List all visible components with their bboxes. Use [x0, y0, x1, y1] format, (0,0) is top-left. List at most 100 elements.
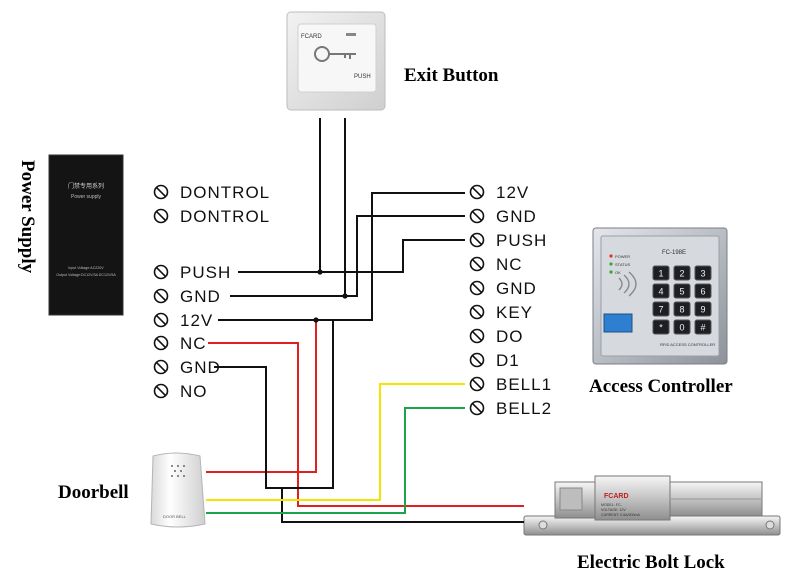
- keypad-key: 5: [673, 283, 691, 299]
- key-icon: [314, 46, 356, 62]
- controller-model: FC-198E: [662, 250, 686, 256]
- ps-terminal: NO: [153, 382, 208, 401]
- ps-terminal: DONTROL: [153, 207, 270, 226]
- screw-terminal-icon: [153, 184, 169, 200]
- screw-terminal-icon: [469, 232, 485, 248]
- screw-terminal-icon: [153, 335, 169, 351]
- power-supply-terminals: DONTROL DONTROL PUSH GND 12V NC GND NO: [153, 183, 270, 401]
- screw-terminal-icon: [469, 304, 485, 320]
- screw-terminal-icon: [153, 312, 169, 328]
- bolt-lock-brand: FCARD: [604, 493, 629, 500]
- screw-terminal-icon: [153, 288, 169, 304]
- led-label-status: STATUS: [615, 262, 631, 267]
- ctrl-terminal-label: BELL1: [496, 375, 552, 394]
- ps-terminal: 12V: [153, 311, 213, 330]
- ctrl-terminal-label: PUSH: [496, 231, 547, 250]
- ps-terminal-label: DONTROL: [180, 183, 270, 202]
- ps-terminal-label: 12V: [180, 311, 213, 330]
- wire-power-supply-nc-to-lock-red: [208, 342, 524, 507]
- exit-button-device: FCARD PUSH: [286, 11, 386, 111]
- ctrl-terminal: BELL2: [469, 399, 552, 418]
- wire-power-supply-gnd-to-devices-black: [214, 320, 334, 489]
- ctrl-terminal: PUSH: [469, 231, 547, 250]
- power-supply-label: Power Supply: [17, 160, 38, 274]
- ctrl-terminal-label: GND: [496, 207, 537, 226]
- ps-terminal-label: GND: [180, 358, 221, 377]
- keypad-key-label: 2: [679, 269, 684, 279]
- ps-terminal: GND: [153, 287, 221, 306]
- keypad-key: 6: [694, 283, 712, 299]
- screw-terminal-icon: [153, 383, 169, 399]
- keypad-key-label: 8: [679, 305, 684, 315]
- exit-button-brand: FCARD: [301, 34, 322, 40]
- power-supply-device: 门禁专用系列 Power supply Input Voltage:AC220V…: [48, 154, 124, 316]
- keypad-key: 2: [673, 265, 691, 281]
- ctrl-terminal-label: BELL2: [496, 399, 552, 418]
- ps-terminal-label: DONTROL: [180, 207, 270, 226]
- screw-terminal-icon: [469, 328, 485, 344]
- controller-brand: RFID ACCESS CONTROLLER: [660, 342, 715, 347]
- ps-terminal: PUSH: [153, 263, 231, 282]
- ctrl-terminal-label: D1: [496, 351, 520, 370]
- exit-button-face-text: PUSH: [354, 74, 371, 80]
- power-supply-input-line: Input Voltage:AC220V: [68, 266, 104, 270]
- ctrl-terminal: GND: [469, 279, 537, 298]
- keypad-key-label: 3: [700, 269, 705, 279]
- led-label-ok: OK: [615, 270, 621, 275]
- wire-controller-bell1-to-doorbell-yellow: [206, 383, 465, 501]
- wire-controller-bell2-to-doorbell-green: [206, 407, 465, 514]
- access-controller-label: Access Controller: [589, 376, 733, 397]
- doorbell-device: DOOR BELL: [150, 452, 206, 528]
- keypad-key-label: 4: [658, 287, 663, 297]
- ps-terminal-label: NO: [180, 382, 208, 401]
- ctrl-terminal-label: GND: [496, 279, 537, 298]
- screw-terminal-icon: [469, 256, 485, 272]
- screw-terminal-icon: [469, 280, 485, 296]
- keypad-key: 7: [652, 301, 670, 317]
- led-label-power: POWER: [615, 254, 630, 259]
- screw-terminal-icon: [153, 208, 169, 224]
- ps-terminal-label: GND: [180, 287, 221, 306]
- ps-terminal: GND: [153, 358, 221, 377]
- keypad-key: *: [652, 319, 670, 335]
- power-supply-sub-text: Power supply: [71, 194, 102, 200]
- keypad-key-label: #: [700, 323, 705, 333]
- access-controller-device: FC-198E POWER STATUS OK 1 2 3 4 5 6 7 8 9 *0 # RFI…: [592, 227, 728, 365]
- ctrl-terminal: NC: [469, 255, 522, 274]
- keypad-key-label: 7: [658, 305, 663, 315]
- wire-controller-push-to-power-supply-push: [320, 239, 465, 273]
- bolt-lock-device: FCARD MODEL: FC- VOLTAGE: 12V CURRENT: 0…: [523, 475, 781, 536]
- exit-button-label: Exit Button: [404, 65, 499, 86]
- bolt-lock-label: Electric Bolt Lock: [577, 552, 725, 573]
- ctrl-terminal: KEY: [469, 303, 532, 322]
- wire-power-supply-12v-to-doorbell-red: [206, 320, 317, 473]
- controller-keypad: 1 2 3 4 5 6 7 8 9 *0 #: [652, 265, 712, 335]
- ps-terminal-label: PUSH: [180, 263, 231, 282]
- keypad-key-label: 9: [700, 305, 705, 315]
- keypad-key-label: 6: [700, 287, 705, 297]
- ctrl-terminal: DO: [469, 327, 524, 346]
- bolt-lock-plate-line-2: VOLTAGE: 12V: [601, 508, 626, 512]
- ctrl-terminal: GND: [469, 207, 537, 226]
- screw-terminal-icon: [469, 208, 485, 224]
- keypad-key-label: 1: [658, 269, 663, 279]
- keypad-key-label: 5: [679, 287, 684, 297]
- ps-terminal: DONTROL: [153, 183, 270, 202]
- doorbell-brand: DOOR BELL: [163, 514, 187, 519]
- ps-terminal-label: NC: [180, 334, 207, 353]
- controller-display: [603, 313, 633, 333]
- keypad-key: 9: [694, 301, 712, 317]
- keypad-key: 4: [652, 283, 670, 299]
- power-supply-top-text: 门禁专用系列: [68, 182, 104, 190]
- screw-terminal-icon: [469, 400, 485, 416]
- keypad-key: 0: [673, 319, 691, 335]
- ctrl-terminal-label: DO: [496, 327, 524, 346]
- keypad-key: 8: [673, 301, 691, 317]
- screw-terminal-icon: [469, 376, 485, 392]
- controller-leds: POWER STATUS OK: [609, 254, 631, 275]
- screw-terminal-icon: [153, 264, 169, 280]
- wire-controller-gnd-to-power-supply-gnd: [345, 215, 465, 297]
